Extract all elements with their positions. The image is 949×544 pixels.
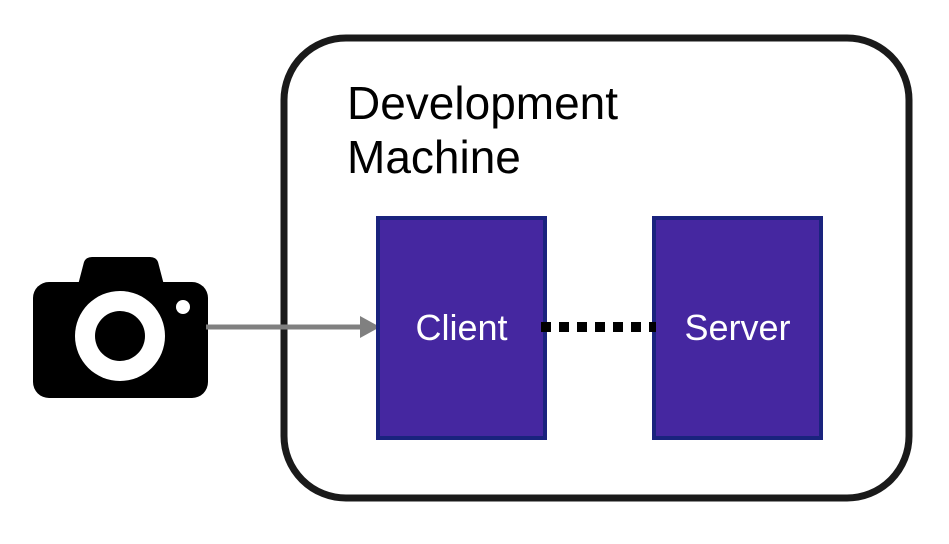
client-label: Client <box>415 307 508 348</box>
camera-icon <box>33 257 208 398</box>
server-node <box>652 216 823 440</box>
container-title-line1: Development <box>347 77 619 129</box>
client-node <box>376 216 547 440</box>
container-title: Development Machine <box>347 76 707 184</box>
server-label: Server <box>684 307 791 348</box>
camera-to-client-arrow <box>206 316 380 338</box>
container-title-line2: Machine <box>347 131 521 183</box>
